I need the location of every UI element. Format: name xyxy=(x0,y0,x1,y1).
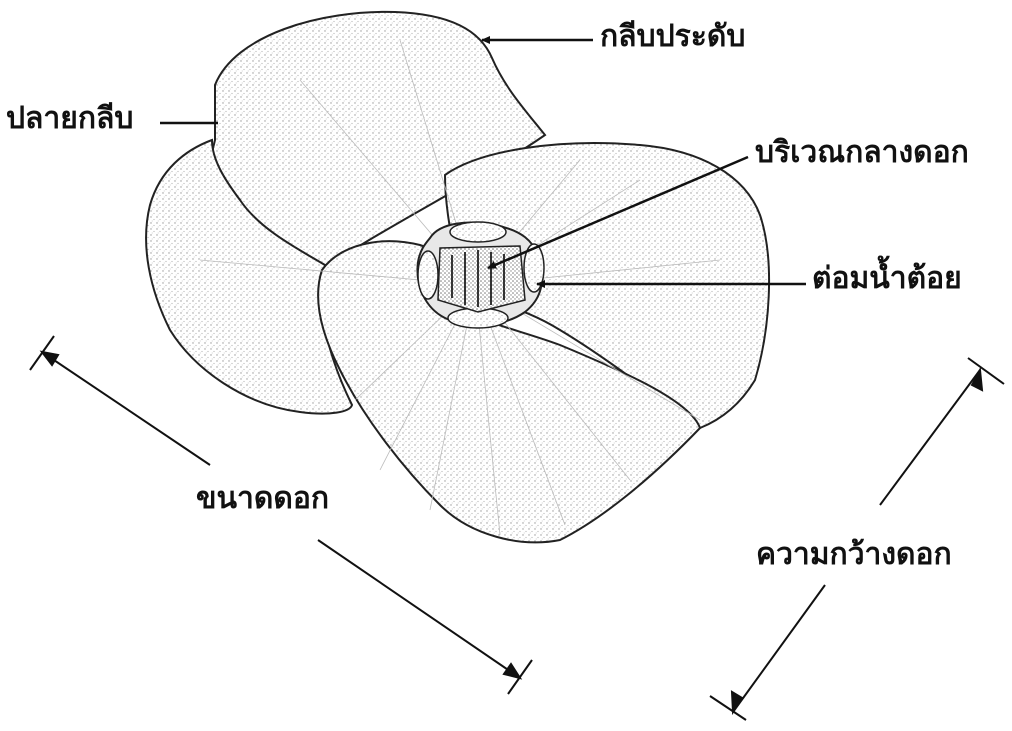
nectar-gland-left xyxy=(418,251,438,299)
label-bract-tip: ปลายกลีบ xyxy=(6,104,133,134)
label-flower-center: บริเวณกลางดอก xyxy=(755,138,969,168)
label-flower-width: ความกว้างดอก xyxy=(756,540,952,570)
nectar-gland-top xyxy=(450,222,506,242)
label-flower-size: ขนาดดอก xyxy=(196,484,329,514)
flower-center xyxy=(417,222,544,328)
label-bract: กลีบประดับ xyxy=(600,22,745,52)
label-nectar-gland: ต่อมน้ำต้อย xyxy=(812,264,962,294)
